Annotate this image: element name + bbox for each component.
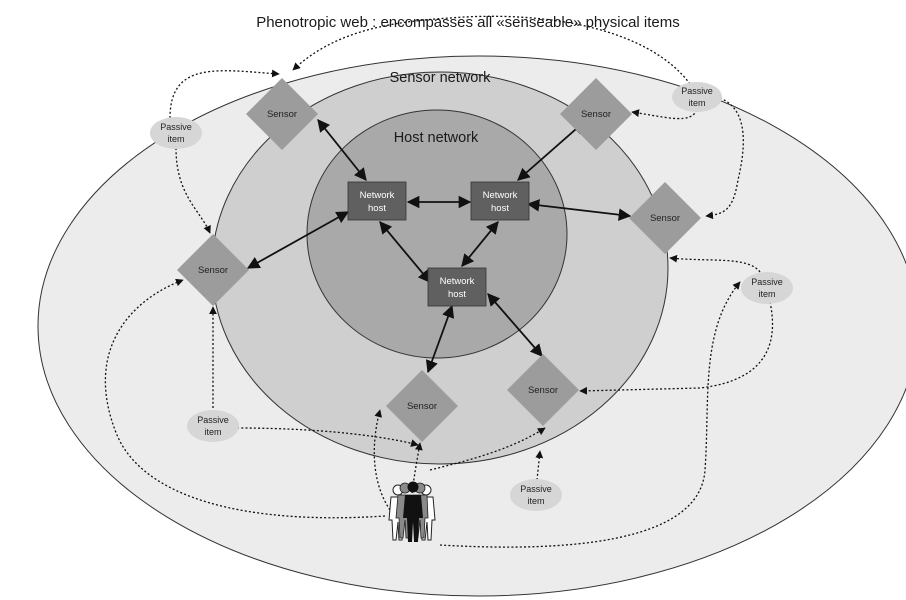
sensor: Sensor	[246, 78, 318, 150]
passive-item-ellipse	[187, 410, 239, 442]
host-network-label: Host network	[394, 130, 479, 146]
passive-item-label-line2: item	[758, 289, 775, 299]
network-link	[317, 119, 367, 181]
sensor-label: Sensor	[267, 109, 297, 120]
host-label-line2: host	[491, 203, 509, 214]
network-link	[425, 304, 455, 374]
sensor-diamond	[246, 78, 318, 150]
sensor-label: Sensor	[407, 401, 437, 412]
dotted-link	[579, 301, 774, 395]
passive-item-ellipse	[510, 479, 562, 511]
network-link	[487, 293, 543, 357]
dotted-link	[429, 427, 546, 471]
dotted-link	[373, 409, 391, 511]
sensor: Sensor	[507, 354, 579, 426]
passive-item-label-line2: item	[204, 427, 221, 437]
host-label-line1: Network	[440, 276, 475, 287]
passive-item-label-line2: item	[688, 98, 705, 108]
dotted-link	[292, 15, 691, 85]
dotted-link	[175, 147, 211, 234]
passive-item-label-line2: item	[167, 134, 184, 144]
sensor: Sensor	[177, 234, 249, 306]
passive-item-label-line1: Passive	[160, 122, 192, 132]
network-host-box	[470, 181, 530, 221]
dotted-link	[169, 69, 280, 119]
sensor: Sensor	[386, 370, 458, 442]
passive-item-ellipse	[672, 82, 722, 112]
passive-item-label-line1: Passive	[520, 484, 552, 494]
passive-item-label-line2: item	[527, 496, 544, 506]
sensor-network-label: Sensor network	[390, 70, 491, 86]
network-link	[517, 121, 585, 181]
network-host-box	[347, 181, 407, 221]
sensor-label: Sensor	[528, 385, 558, 396]
dotted-link	[104, 278, 386, 519]
passive-item: Passive item	[510, 479, 562, 511]
people-group-icon	[388, 481, 436, 542]
passive-item: Passive item	[187, 410, 239, 442]
network-host: Network host	[470, 181, 530, 221]
network-host-box	[427, 267, 487, 307]
passive-item-label-line1: Passive	[681, 86, 713, 96]
sensor-diamond	[629, 182, 701, 254]
dotted-link	[669, 254, 761, 273]
dotted-link	[439, 281, 741, 548]
passive-item-label-line1: Passive	[751, 277, 783, 287]
passive-item-label-line1: Passive	[197, 415, 229, 425]
sensor-diamond	[177, 234, 249, 306]
passive-item-ellipse	[150, 117, 202, 149]
passive-item-ellipse	[741, 272, 793, 304]
network-link	[526, 199, 632, 221]
passive-item: Passive item	[741, 272, 793, 304]
sensor-label: Sensor	[650, 213, 680, 224]
network-link	[379, 221, 431, 283]
sensor-diamond	[507, 354, 579, 426]
dotted-links	[104, 15, 774, 548]
host-label-line2: host	[368, 203, 386, 214]
sensor-diamond	[560, 78, 632, 150]
sensor: Sensor	[629, 182, 701, 254]
sensor-label: Sensor	[581, 109, 611, 120]
passive-item: Passive item	[150, 117, 202, 149]
dotted-link	[236, 427, 419, 447]
network-links	[246, 119, 632, 374]
network-link	[246, 211, 350, 269]
host-network-zone	[306, 109, 568, 359]
dotted-link	[535, 450, 544, 481]
sensor-label: Sensor	[198, 265, 228, 276]
diagram-title: Phenotropic web : encompasses all «sense…	[256, 14, 680, 31]
host-label-line1: Network	[483, 190, 518, 201]
network-host: Network host	[427, 267, 487, 307]
dotted-link	[705, 97, 744, 220]
network-link	[461, 221, 499, 267]
network-host: Network host	[347, 181, 407, 221]
passive-item: Passive item	[672, 82, 722, 112]
sensor-diamond	[386, 370, 458, 442]
host-label-line1: Network	[360, 190, 395, 201]
host-label-line2: host	[448, 289, 466, 300]
sensor: Sensor	[560, 78, 632, 150]
